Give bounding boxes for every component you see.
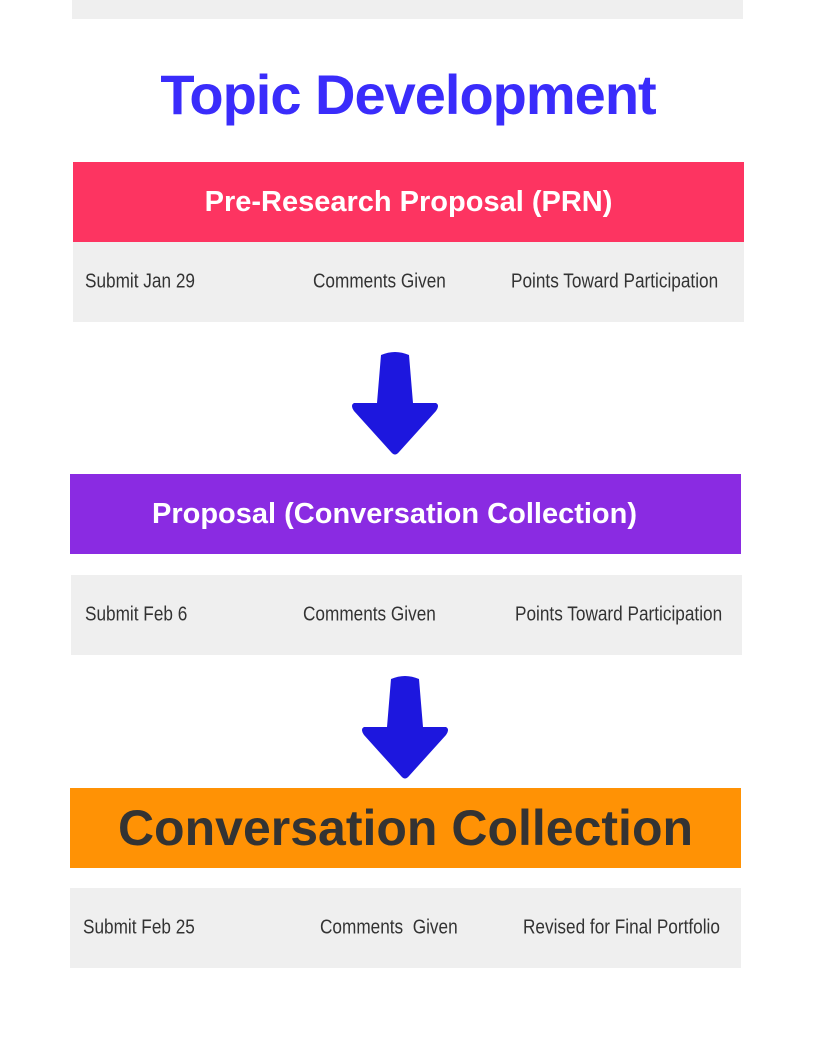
down-arrow-icon: [362, 676, 448, 779]
proposal-points: Points Toward Participation: [515, 603, 723, 626]
collection-submit-date: Submit Feb 25: [83, 916, 195, 939]
collection-header-text: Conversation Collection: [117, 800, 694, 856]
prn-points: Points Toward Participation: [511, 270, 719, 293]
collection-row: Submit Feb 25 Comments Given Revised for…: [70, 888, 741, 968]
collection-header: Conversation Collection: [70, 788, 741, 868]
prn-header: Pre-Research Proposal (PRN): [73, 162, 744, 242]
collection-comments: Comments Given: [320, 916, 458, 939]
collection-revised: Revised for Final Portfolio: [523, 916, 720, 939]
page-title: Topic Development: [160, 63, 656, 126]
proposal-header: Proposal (Conversation Collection): [70, 474, 741, 554]
proposal-row: Submit Feb 6 Comments Given Points Towar…: [71, 575, 742, 655]
top-gray-band: [72, 0, 743, 19]
proposal-submit-date: Submit Feb 6: [85, 603, 188, 626]
prn-submit-date: Submit Jan 29: [85, 270, 195, 293]
prn-row: Submit Jan 29 Comments Given Points Towa…: [73, 242, 744, 322]
down-arrow-icon: [352, 352, 438, 455]
prn-header-text: Pre-Research Proposal (PRN): [204, 185, 613, 218]
proposal-header-text: Proposal (Conversation Collection): [152, 497, 637, 530]
prn-comments: Comments Given: [313, 270, 446, 293]
proposal-comments: Comments Given: [303, 603, 436, 626]
